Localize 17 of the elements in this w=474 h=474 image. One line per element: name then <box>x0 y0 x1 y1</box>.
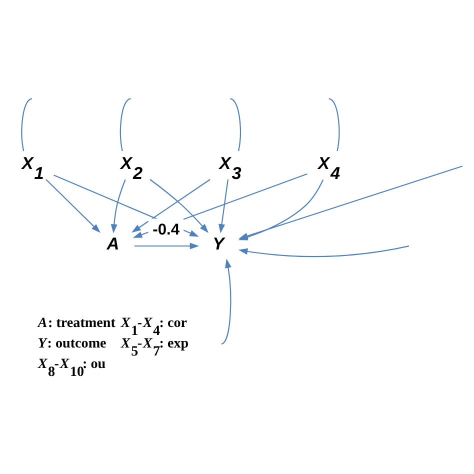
arrow <box>221 258 232 344</box>
arrow <box>134 242 200 249</box>
node-text: Y <box>212 233 224 254</box>
label: Y: outcome <box>38 334 106 351</box>
connector <box>230 98 241 151</box>
connector <box>328 98 340 151</box>
arrow <box>110 178 126 233</box>
arrow <box>238 245 410 257</box>
arrow <box>46 178 100 232</box>
arrow <box>132 178 210 232</box>
connector <box>120 98 131 151</box>
connector <box>21 98 32 151</box>
node-text: A <box>106 233 120 254</box>
label: A: treatment <box>38 314 116 331</box>
arrow <box>150 178 209 232</box>
edge-label: -0.4 <box>152 220 180 238</box>
arrow <box>218 178 228 233</box>
